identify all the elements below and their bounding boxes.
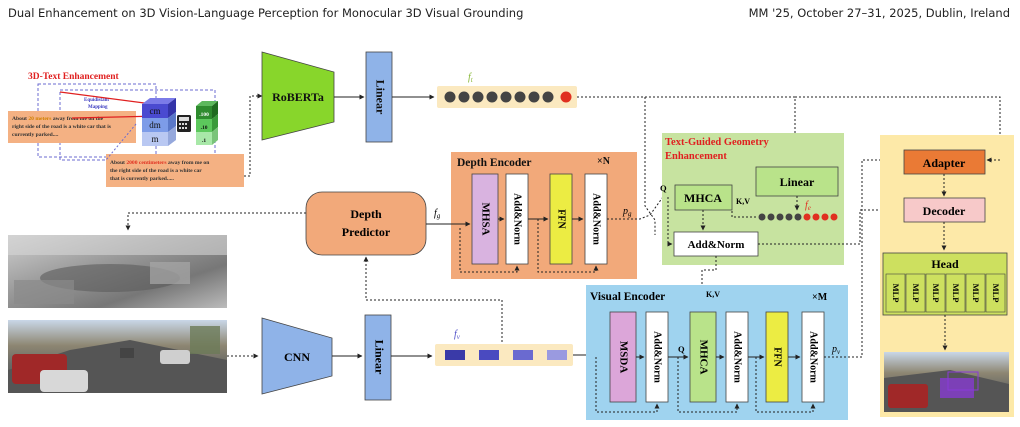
paper-title-header: Dual Enhancement on 3D Vision-Language P… <box>8 6 524 20</box>
visual-encoder: Visual Encoder ×M K,V MSDA Add&Norm MHCA… <box>586 285 848 420</box>
svg-text:Add&Norm: Add&Norm <box>652 331 663 383</box>
visual-encoder-repeat: ×M <box>812 292 828 303</box>
roberta-block: RoBERTa <box>261 51 335 141</box>
mlp-4: MLP <box>951 284 961 303</box>
decoder-block <box>903 197 986 223</box>
text-enhancement-module: 3D-Text Enhancement Equidistant Mapping … <box>8 72 263 187</box>
svg-text:Add&Norm: Add&Norm <box>591 193 602 245</box>
depth-encoder-repeat: ×N <box>597 156 611 167</box>
svg-text:Adapter: Adapter <box>923 156 966 170</box>
depth-predictor-label-2: Predictor <box>342 225 391 239</box>
unit-m: m <box>151 134 158 144</box>
adapter-block <box>903 149 986 175</box>
depth-encoder: Depth Encoder ×N MHSA Add&Norm FFN Add&N… <box>451 152 637 279</box>
mapping-label: Mapping <box>88 105 108 110</box>
svg-text:FFN: FFN <box>772 347 783 367</box>
visual-kv-label: K,V <box>706 290 720 299</box>
svg-text:MHCA: MHCA <box>684 191 722 205</box>
mlp-group: MLP MLP MLP MLP MLP MLP <box>885 273 1006 313</box>
text-feature-bar: ft <box>437 72 577 108</box>
tgge-mhca <box>674 184 733 211</box>
svg-text:MSDA: MSDA <box>617 341 629 373</box>
tgge-module: Text-Guided Geometry Enhancement MHCA Li… <box>660 133 844 265</box>
original-text: About 20 meters away from me on the righ… <box>12 116 112 138</box>
roberta-label: RoBERTa <box>272 90 324 104</box>
visual-linear-label: Linear <box>372 340 386 375</box>
tgge-kv-label: K,V <box>736 197 750 206</box>
enhanced-text-box <box>106 154 244 187</box>
roberta-shape <box>261 51 335 141</box>
enhanced-text: About 2000 centimeters away from me on t… <box>110 160 211 182</box>
svg-text:Add&Norm: Add&Norm <box>688 239 745 251</box>
mlp-2: MLP <box>911 284 921 303</box>
cnn-label: CNN <box>284 350 310 364</box>
tgge-q-label: Q <box>660 183 667 193</box>
fe-token-row <box>758 213 838 221</box>
depth-predictor: Depth Predictor <box>305 191 427 256</box>
predicted-3d-box <box>940 378 974 398</box>
original-text-box <box>8 111 136 143</box>
factor-10: .10 <box>201 125 208 131</box>
calculator-icon <box>177 115 191 132</box>
depth-predictor-label-1: Depth <box>350 207 382 221</box>
unit-dm: dm <box>149 120 161 130</box>
prediction-head-column: Adapter Decoder Head MLP MLP MLP MLP MLP… <box>880 135 1014 417</box>
mlp-3: MLP <box>931 284 941 303</box>
f-v-label: fv <box>454 329 461 341</box>
text-enh-title: 3D-Text Enhancement <box>28 72 120 82</box>
svg-text:Add&Norm: Add&Norm <box>732 331 743 383</box>
factor-100: .100 <box>199 112 209 118</box>
f-g-label: fg <box>434 208 441 220</box>
svg-text:Linear: Linear <box>780 175 815 189</box>
visual-encoder-title: Visual Encoder <box>590 291 665 303</box>
visual-feature-bar: fv <box>435 329 573 366</box>
original-number: 20 meters <box>28 116 52 122</box>
depth-mhsa <box>471 173 499 265</box>
tgge-addnorm <box>673 231 759 257</box>
f-e-label: fe <box>805 200 811 212</box>
visual-linear-block: Linear <box>364 314 392 401</box>
svg-text:Add&Norm: Add&Norm <box>808 331 819 383</box>
visual-q-label: Q <box>678 344 685 354</box>
unit-cm: cm <box>150 106 161 116</box>
depth-encoder-title: Depth Encoder <box>457 157 531 169</box>
visual-msda <box>609 311 637 403</box>
f-t-label: ft <box>468 72 474 84</box>
mlp-5: MLP <box>971 284 981 303</box>
equidistant-label: Equidistant <box>84 98 109 103</box>
mlp-6: MLP <box>991 284 1001 303</box>
svg-text:MHSA: MHSA <box>479 203 491 236</box>
text-linear-block: Linear <box>365 51 393 143</box>
input-camera-image <box>8 320 227 393</box>
factor-1: .1 <box>202 138 206 144</box>
unit-cubes: cm dm m <box>142 98 176 146</box>
venue-header: MM '25, October 27–31, 2025, Dublin, Ire… <box>748 6 1010 20</box>
text-linear-label: Linear <box>373 80 387 115</box>
p-v-label: pv <box>831 344 841 356</box>
p-g-label: pg <box>622 206 632 218</box>
output-detection-image <box>884 352 1009 412</box>
svg-text:MHCA: MHCA <box>697 340 709 375</box>
svg-text:Head: Head <box>931 257 959 271</box>
svg-text:Add&Norm: Add&Norm <box>512 193 523 245</box>
tgge-linear <box>755 166 839 197</box>
tgge-title-2: Enhancement <box>665 151 727 162</box>
enhanced-number: 2000 centimeters <box>126 160 167 166</box>
mlp-1: MLP <box>891 284 901 303</box>
svg-text:FFN: FFN <box>556 209 567 229</box>
cnn-block: CNN <box>261 317 333 395</box>
svg-text:Decoder: Decoder <box>923 204 966 218</box>
tgge-title-1: Text-Guided Geometry <box>665 137 769 148</box>
visual-mhca <box>689 311 717 403</box>
depth-map-image <box>8 235 227 308</box>
factor-cubes: .100 .10 .1 <box>196 101 218 145</box>
